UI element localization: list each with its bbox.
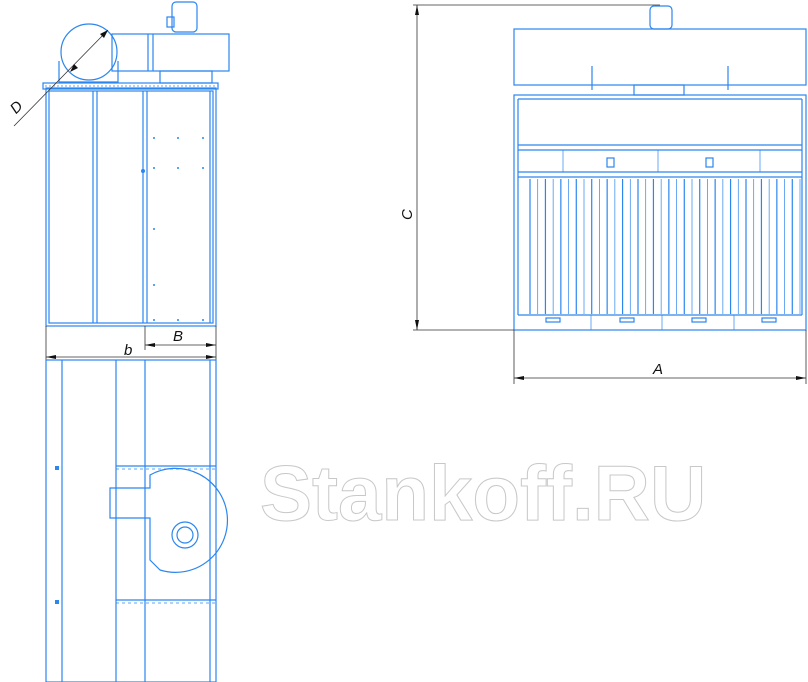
front-view: C A xyxy=(399,4,807,384)
watermark: Stankoff.RU xyxy=(260,449,706,537)
dim-C-label: C xyxy=(399,209,416,220)
front-motor xyxy=(649,5,673,30)
side-view: D b B xyxy=(7,1,230,362)
fan-flange xyxy=(171,521,199,549)
side-top-plate xyxy=(42,82,219,90)
filter-slats xyxy=(529,179,801,314)
dim-b-label: b xyxy=(124,342,132,359)
front-top-box xyxy=(513,28,807,86)
fan-housing xyxy=(111,33,230,72)
plan-body xyxy=(45,359,217,682)
fan-scroll xyxy=(109,467,228,573)
fan-inlet-circle xyxy=(60,23,118,81)
dim-D-label: D xyxy=(7,98,27,118)
dim-B-label: B xyxy=(173,328,183,345)
side-body xyxy=(45,87,217,327)
front-body xyxy=(513,94,807,331)
fan-motor xyxy=(171,1,198,33)
plan-view xyxy=(45,359,228,682)
dim-A-label: A xyxy=(652,361,663,378)
